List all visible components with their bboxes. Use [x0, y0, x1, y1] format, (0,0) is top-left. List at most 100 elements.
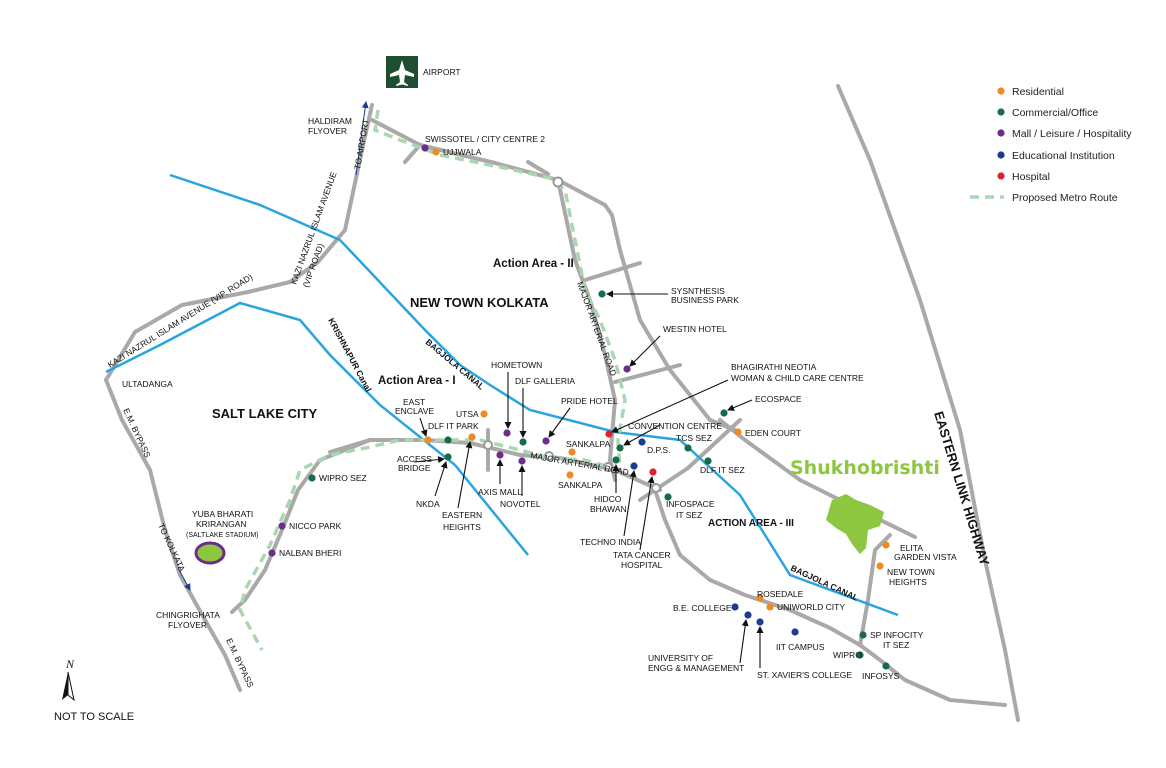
bagjola-canal [169, 173, 899, 617]
project-name: Shukhobrishti [790, 457, 940, 479]
airport-icon [386, 56, 418, 88]
hidco-label-1: HIDCO [594, 494, 622, 504]
major-arterial-road-north [556, 178, 617, 482]
yuba-label-2: KRIRANGAN [196, 519, 247, 529]
uniworld-label: UNIWORLD CITY [777, 602, 845, 612]
techno-india-arrow [623, 470, 637, 537]
dlf-it-sez-label: DLF IT SEZ [700, 465, 745, 475]
legend-commercial-icon [997, 108, 1005, 116]
legend: Residential Commercial/Office Mall / Lei… [970, 86, 1132, 204]
westin-marker [623, 365, 631, 373]
ujjwala-label: UJJWALA [443, 147, 482, 157]
pride-label: PRIDE HOTEL [561, 396, 618, 406]
axis-mall-label: AXIS MALL [478, 487, 522, 497]
university-label-1: UNIVERSITY OF [648, 653, 713, 663]
infosys-marker [882, 662, 890, 670]
infospace-label-1: INFOSPACE [666, 499, 715, 509]
markers [268, 144, 890, 670]
dlf-it-park-marker [444, 436, 452, 444]
canals [105, 173, 899, 617]
xavier-marker [756, 618, 764, 626]
north-arrow-icon: N [62, 657, 75, 702]
new-town-heights-label-2: HEIGHTS [889, 577, 927, 587]
rosedale-label: ROSEDALE [757, 589, 804, 599]
bhagirathi-label-1: BHAGIRATHI NEOTIA [731, 362, 817, 372]
pride-hotel-marker [542, 437, 550, 445]
ecospace-label: ECOSPACE [755, 394, 802, 404]
university-arrow [739, 619, 749, 664]
action-area-3-spur [638, 466, 690, 502]
eden-court-label: EDEN COURT [745, 428, 801, 438]
tata-arrow [639, 476, 655, 551]
elita-label-1: ELITA [900, 543, 923, 553]
em-bypass-label-1: E.M. BYPASS [121, 407, 153, 460]
infosys-label: INFOSYS [862, 671, 900, 681]
nkda-marker [444, 453, 452, 461]
junction-marker [552, 176, 564, 188]
east-enclave-label-1: EAST [403, 397, 425, 407]
hometown-marker [503, 429, 511, 437]
major-arterial-road-label-horizontal: MAJOR ARTERIAL ROAD [530, 450, 630, 477]
not-to-scale-label: NOT TO SCALE [54, 711, 134, 723]
new-town-heights-label-1: NEW TOWN [887, 567, 935, 577]
dps-label: D.P.S. [647, 445, 670, 455]
to-kolkata-arrow [177, 567, 191, 591]
airport-city-centre-road [370, 118, 560, 182]
be-college-marker [731, 603, 739, 611]
vip-road-north [104, 103, 374, 382]
techno-india-marker [630, 462, 638, 470]
new-town-heights-road [858, 533, 892, 647]
east-enclave-arrow [419, 417, 428, 437]
dlf-galleria-marker [519, 438, 527, 446]
elita-marker [882, 541, 890, 549]
junction-marker [544, 451, 554, 461]
wipro-marker [856, 651, 864, 659]
eastern-heights-marker [468, 433, 476, 441]
westin-label: WESTIN HOTEL [663, 324, 727, 334]
dps-marker [638, 438, 646, 446]
convention-label: CONVENTION CENTRE [628, 421, 722, 431]
to-kolkata-label: TO KOLKATA [156, 522, 187, 574]
access-bridge-arrow [413, 456, 445, 464]
techno-india-label: TECHNO INDIA [580, 537, 641, 547]
pointer-arrows [413, 290, 764, 668]
dlf-it-sez-marker [704, 457, 712, 465]
access-label-2: BRIDGE [398, 463, 431, 473]
tata-label-2: HOSPITAL [621, 560, 663, 570]
eastern-link-highway [836, 84, 1020, 722]
eastern-heights-label-1: EASTERN [442, 510, 482, 520]
legend-hospital-label: Hospital [1012, 171, 1050, 183]
tata-cancer-marker [649, 468, 657, 476]
tcs-sez-marker [684, 444, 692, 452]
xavier-label: ST. XAVIER'S COLLEGE [757, 670, 852, 680]
tcs-label: TCS SEZ [676, 433, 712, 443]
legend-hospital-icon [997, 172, 1005, 180]
axis-mall-marker [496, 451, 504, 459]
junction-marker [483, 440, 493, 450]
eden-court-marker [734, 428, 742, 436]
stadium-icon [194, 541, 226, 565]
metro-central [238, 438, 621, 651]
legend-mall-label: Mall / Leisure / Hospitality [1012, 128, 1132, 140]
sankalpa-label-2: SANKALPA [558, 480, 603, 490]
dlf-galleria-label: DLF GALLERIA [515, 376, 575, 386]
action-area-3-label: ACTION AREA - III [708, 518, 794, 529]
legend-residential-icon [997, 87, 1005, 95]
legend-commercial-label: Commercial/Office [1012, 107, 1098, 119]
action-area-2-crossroad-1 [583, 261, 642, 282]
new-town-heights-marker [876, 562, 884, 570]
dlf-it-park-label: DLF IT PARK [428, 421, 479, 431]
ultadanga-label: ULTADANGA [122, 379, 173, 389]
iit-label: IIT CAMPUS [776, 642, 825, 652]
swissotel-label: SWISSOTEL / CITY CENTRE 2 [425, 134, 545, 144]
iit-marker [791, 628, 799, 636]
bhagirathi-marker [605, 430, 613, 438]
be-college-label: B.E. COLLEGE [673, 603, 732, 613]
yuba-label-1: YUBA BHARATI [192, 509, 253, 519]
vip-road-label-1: KAZI NAZRUL ISLAM AVENUE (VIP. ROAD) [106, 272, 255, 370]
pride-arrow [548, 407, 571, 438]
nkda-label: NKDA [416, 499, 440, 509]
east-enclave-label-2: ENCLAVE [395, 406, 434, 416]
infospace-marker [664, 493, 672, 501]
north-label: N [65, 657, 75, 671]
